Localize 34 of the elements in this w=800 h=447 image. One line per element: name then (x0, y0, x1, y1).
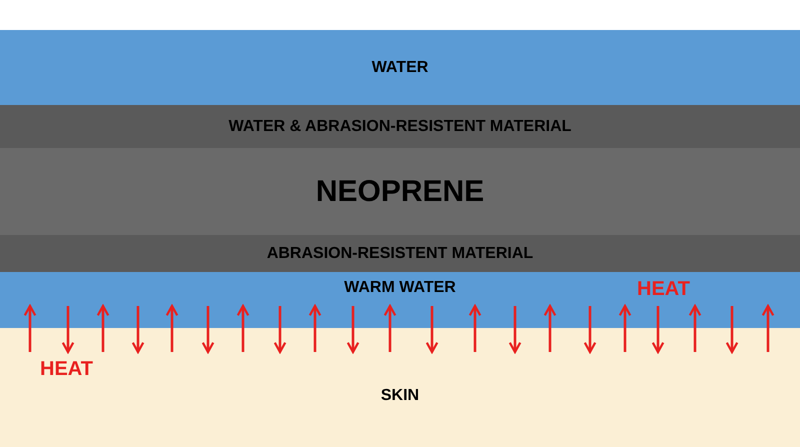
heat-arrow (508, 306, 522, 354)
heat-arrow (62, 306, 74, 354)
heat-label: HEAT (637, 278, 690, 301)
heat-arrow (24, 304, 36, 352)
layer-band (0, 272, 800, 328)
heat-arrow (584, 306, 596, 354)
heat-arrow (96, 304, 110, 352)
heat-arrow (166, 304, 178, 352)
heat-arrow (426, 306, 438, 354)
heat-arrow (274, 306, 286, 354)
heat-arrow (688, 304, 702, 352)
layer-band (0, 235, 800, 272)
heat-arrow (652, 306, 664, 354)
layer-band (0, 30, 800, 105)
layer-label: WATER (372, 58, 428, 76)
heat-arrow (132, 306, 144, 354)
heat-arrow (308, 304, 322, 352)
heat-label: HEAT (40, 358, 93, 381)
layer-band (0, 105, 800, 148)
heat-arrow (346, 306, 360, 354)
layer-label: WATER & ABRASION-RESISTENT MATERIAL (228, 118, 572, 136)
layer-band (0, 328, 800, 447)
layer-label: WARM WATER (344, 279, 456, 297)
heat-arrow (202, 306, 214, 354)
heat-arrow (726, 306, 738, 354)
heat-arrow (618, 304, 632, 352)
layer-label: SKIN (380, 386, 420, 404)
heat-arrow (762, 304, 774, 352)
heat-arrow (544, 304, 556, 352)
heat-arrow (384, 304, 396, 352)
heat-arrow (468, 304, 482, 352)
heat-arrow (236, 304, 250, 352)
layer-label: NEOPRENE (316, 174, 484, 208)
layer-label: ABRASION-RESISTENT MATERIAL (266, 244, 534, 262)
